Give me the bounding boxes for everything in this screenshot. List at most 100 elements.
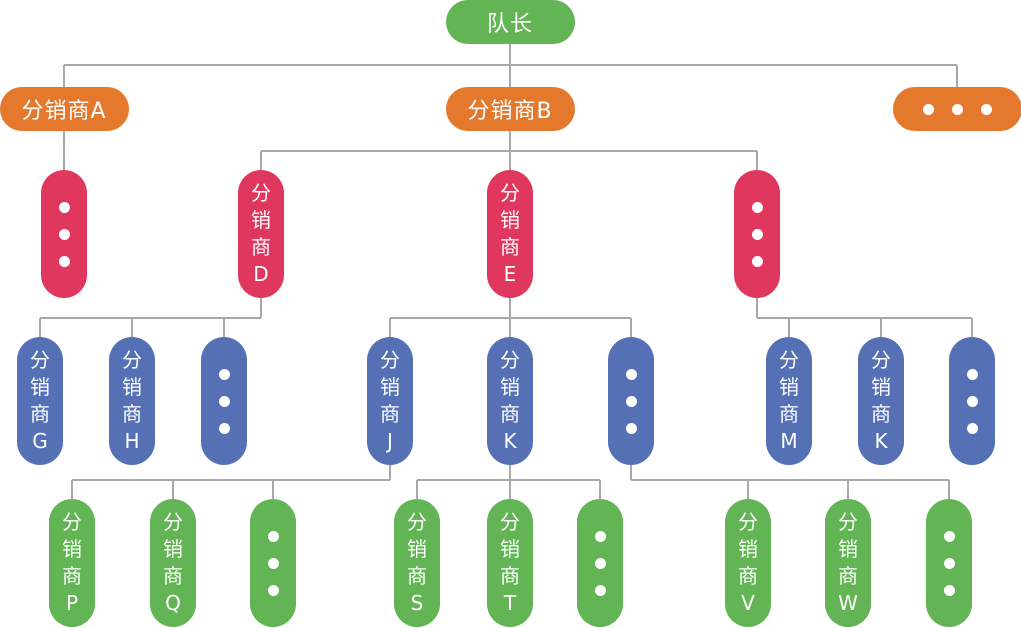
dot [267, 557, 279, 569]
node-label: 分销商A [21, 99, 107, 124]
level2-more-node[interactable] [734, 170, 780, 298]
dot [943, 584, 955, 596]
dot [625, 395, 637, 407]
node-label-char: 分 [871, 348, 891, 372]
ellipsis-icon [922, 103, 992, 115]
node-label-char: 销 [251, 208, 271, 232]
distributor-node-A[interactable]: 分销商A [0, 87, 129, 131]
node-label-char: 商 [163, 564, 183, 588]
node-label-char: 分 [251, 181, 271, 205]
level2-more-node[interactable] [41, 170, 87, 298]
node-label-char: Q [165, 591, 181, 615]
node-label-char: 销 [500, 375, 520, 399]
node-label-char: H [124, 429, 140, 453]
ellipsis-icon [58, 201, 70, 267]
ellipsis-icon [966, 368, 978, 434]
dot [58, 255, 70, 267]
distributor-node-B[interactable]: 分销商B [445, 87, 575, 131]
node-label-char: 商 [838, 564, 858, 588]
level3-more-node[interactable] [949, 337, 995, 465]
root-node-captain[interactable]: 队长 [445, 0, 575, 44]
node-label-char: 商 [62, 564, 82, 588]
node-label-char: 商 [380, 402, 400, 426]
level4-more-node[interactable] [577, 499, 623, 627]
level4-more-node[interactable] [250, 499, 296, 627]
node-label-char: 商 [407, 564, 427, 588]
node-label-char: 商 [738, 564, 758, 588]
dot [751, 201, 763, 213]
node-label-char: 商 [500, 402, 520, 426]
dot [943, 530, 955, 542]
node-label-char: W [838, 591, 858, 615]
dot [218, 422, 230, 434]
node-label-char: V [741, 591, 755, 615]
level4-more-node[interactable] [926, 499, 972, 627]
dot [218, 368, 230, 380]
node-label: 队长 [486, 12, 533, 37]
node-label-char: K [874, 429, 888, 453]
node-label-char: 商 [122, 402, 142, 426]
node-label-char: 分 [500, 510, 520, 534]
dot [922, 103, 934, 115]
dot [966, 368, 978, 380]
ellipsis-icon [943, 530, 955, 596]
node-label-char: T [503, 591, 517, 615]
node-label-char: 销 [30, 375, 50, 399]
node-label-char: 分 [380, 348, 400, 372]
node-label-char: 销 [838, 537, 858, 561]
ellipsis-icon [218, 368, 230, 434]
dot [951, 103, 963, 115]
node-label-char: 商 [500, 564, 520, 588]
level3-more-node[interactable] [608, 337, 654, 465]
level1-more-node[interactable] [892, 87, 1021, 131]
node-label-char: 销 [122, 375, 142, 399]
dot [980, 103, 992, 115]
dot [751, 255, 763, 267]
dot [594, 584, 606, 596]
dot [594, 557, 606, 569]
node-label-char: 分 [838, 510, 858, 534]
node-label-char: K [503, 429, 517, 453]
dot [625, 368, 637, 380]
dot [267, 584, 279, 596]
dot [625, 422, 637, 434]
node-label-char: 商 [251, 235, 271, 259]
node-label-char: 销 [380, 375, 400, 399]
node-label-char: 销 [407, 537, 427, 561]
node-label-char: 销 [500, 208, 520, 232]
node-label-char: 分 [500, 348, 520, 372]
node-label-char: 分 [779, 348, 799, 372]
node-label-char: M [780, 429, 798, 453]
dot [58, 228, 70, 240]
node-label-char: 商 [30, 402, 50, 426]
node-label-char: 分 [500, 181, 520, 205]
dot [594, 530, 606, 542]
node-label-char: 分 [122, 348, 142, 372]
node-label-char: 分 [62, 510, 82, 534]
node-label-char: 销 [871, 375, 891, 399]
node-label-char: 销 [163, 537, 183, 561]
node-label-char: 销 [500, 537, 520, 561]
ellipsis-icon [751, 201, 763, 267]
node-label-char: 分 [738, 510, 758, 534]
dot [751, 228, 763, 240]
ellipsis-icon [594, 530, 606, 596]
node-label-char: 销 [738, 537, 758, 561]
node-label-char: 商 [500, 235, 520, 259]
level3-more-node[interactable] [201, 337, 247, 465]
